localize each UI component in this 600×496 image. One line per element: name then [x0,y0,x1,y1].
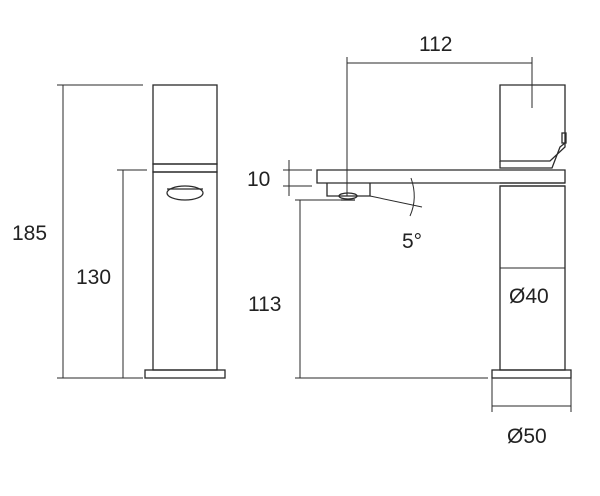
side-lever-mechanism [499,142,566,169]
dimension-130: 130 [76,169,147,379]
side-body [499,185,566,371]
label-112: 112 [419,33,452,56]
front-lever-handle [152,84,218,165]
dimension-113: 113 [248,199,488,379]
side-aerator [326,183,371,197]
side-aerator-outlet [338,192,358,200]
label-5-degrees: 5° [402,230,422,253]
dimension-10: 10 [247,160,312,196]
dimension-185: 185 [12,84,143,379]
dimension-112: 112 [346,33,533,196]
front-body [152,171,218,371]
label-113: 113 [248,293,281,316]
side-view [316,84,572,379]
front-base [144,369,226,379]
front-spout-outlet [166,185,204,201]
label-d50: Ø50 [507,425,547,448]
front-lever-collar [152,163,218,173]
front-view [144,84,226,379]
side-spout [316,169,566,184]
label-130: 130 [76,266,111,289]
angle-arc [409,177,415,217]
side-lever-pivot [561,132,567,144]
dimension-d40: Ø40 [500,267,565,308]
dimension-d50: Ø50 [491,378,572,448]
label-d40: Ø40 [509,285,549,308]
dimension-5-degrees: 5° [369,177,423,253]
side-base [491,369,572,379]
label-10: 10 [247,168,270,191]
label-185: 185 [12,222,47,245]
